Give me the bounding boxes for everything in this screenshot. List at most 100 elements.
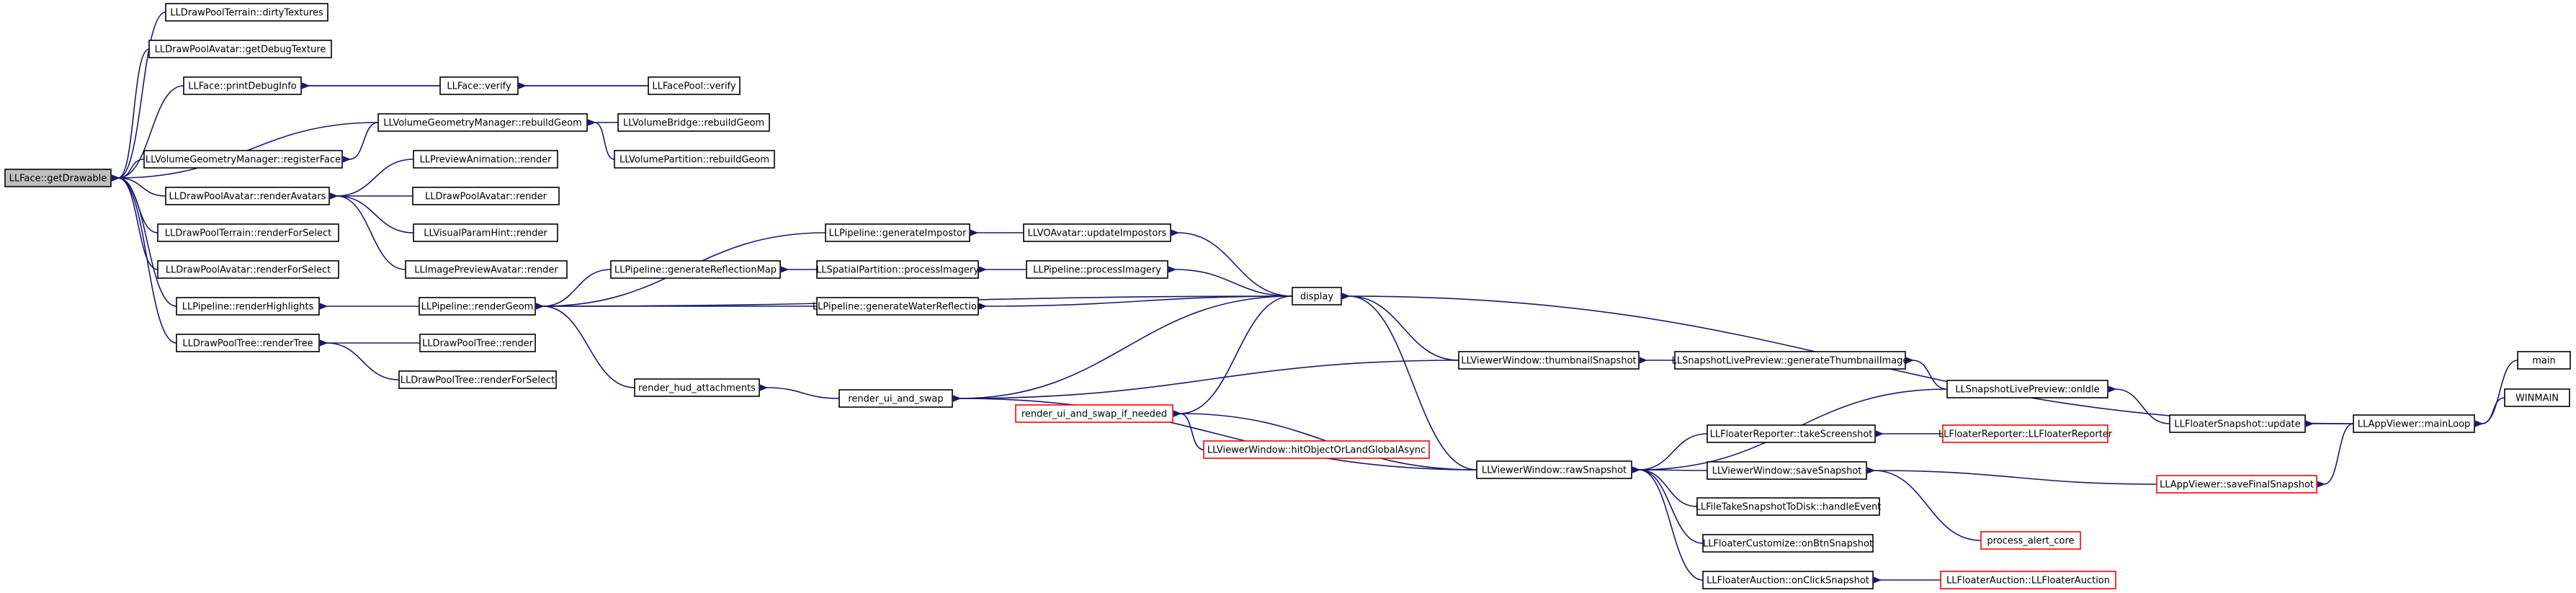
edge-dpa_renderavatars-to-face_getdrawable — [118, 178, 166, 197]
node-dpt-dirty[interactable]: LLDrawPoolTerrain::dirtyTextures — [165, 3, 328, 22]
node-face-printdebug[interactable]: LLFace::printDebugInfo — [183, 76, 302, 95]
edge-vw_raw-to-display — [1349, 296, 1477, 471]
edge-vph_render-to-dpa_renderavatars — [336, 196, 414, 233]
edge-vgm_register-to-face_getdrawable — [118, 159, 145, 178]
node-box — [4, 169, 112, 187]
node-vph-render[interactable]: LLVisualParamHint::render — [413, 223, 558, 242]
node-box — [2517, 351, 2571, 370]
node-pipe-rendergeom[interactable]: LLPipeline::renderGeom — [419, 297, 536, 316]
node-box — [816, 297, 979, 316]
node-ui-swap[interactable]: render_ui_and_swap — [838, 389, 953, 408]
node-fc-onbtn[interactable]: LLFloaterCustomize::onBtnSnapshot — [1702, 534, 1874, 553]
node-dpa-select[interactable]: LLDrawPoolAvatar::renderForSelect — [157, 260, 339, 279]
node-ui-swap-if[interactable]: render_ui_and_swap_if_needed — [1015, 404, 1173, 423]
node-dpa-render[interactable]: LLDrawPoolAvatar::render — [412, 187, 560, 205]
node-box — [183, 76, 302, 95]
node-label: process_alert_core — [1987, 536, 2074, 547]
edge-dpt_dirty-to-face_getdrawable — [118, 12, 166, 178]
node-slp-onidle[interactable]: LLSnapshotLivePreview::onIdle — [1946, 380, 2108, 398]
node-label: LLSnapshotLivePreview::generateThumbnail… — [1672, 356, 1909, 367]
node-vgm-rebuild[interactable]: LLVolumeGeometryManager::rebuildGeom — [377, 113, 588, 132]
node-box — [825, 223, 970, 242]
node-label: LLFloaterReporter::takeScreenshot — [1710, 429, 1873, 440]
node-vw-save[interactable]: LLViewerWindow::saveSnapshot — [1707, 461, 1867, 480]
edge-alert_core-to-vw_save — [1874, 471, 1982, 541]
node-ipa-render[interactable]: LLImagePreviewAvatar::render — [405, 260, 568, 279]
node-pipe-imagery[interactable]: LLPipeline::processImagery — [1026, 260, 1168, 279]
edge-display-to-ui_swap — [960, 295, 1293, 398]
edge-vw_thumb-to-display — [1349, 296, 1459, 361]
node-ftstd-handle[interactable]: LLFileTakeSnapshotToDisk::handleEvent — [1696, 497, 1882, 516]
node-vw-thumb[interactable]: LLViewerWindow::thumbnailSnapshot — [1458, 351, 1640, 370]
node-label: LLVolumeGeometryManager::registerFace — [146, 155, 341, 166]
node-fa-onclick[interactable]: LLFloaterAuction::onClickSnapshot — [1702, 571, 1874, 589]
node-label: LLFace::getDrawable — [9, 174, 107, 184]
edge-ipa_render-to-dpa_renderavatars — [336, 196, 406, 270]
node-box — [648, 76, 741, 95]
node-pipe-impostor[interactable]: LLPipeline::generateImpostor — [825, 223, 970, 242]
node-face-getdrawable[interactable]: LLFace::getDrawable — [4, 169, 112, 187]
node-pipe-water[interactable]: LLPipeline::generateWaterReflection — [813, 297, 983, 316]
node-box — [816, 260, 979, 279]
node-label: LLAppViewer::saveFinalSnapshot — [2160, 480, 2314, 491]
node-voa-impostors[interactable]: LLVOAvatar::updateImpostors — [1023, 223, 1171, 242]
node-fr-ctor[interactable]: LLFloaterReporter::LLFloaterReporter — [1938, 424, 2113, 443]
node-pipe-reflection[interactable]: LLPipeline::generateReflectionMap — [610, 260, 781, 279]
node-slp-genthumb[interactable]: LLSnapshotLivePreview::generateThumbnail… — [1672, 351, 1909, 370]
node-box — [1702, 534, 1874, 553]
node-box — [148, 40, 332, 58]
node-main[interactable]: main — [2517, 351, 2571, 370]
edge-fa_onclick-to-vw_raw — [1639, 470, 1704, 581]
node-vpart-rebuild[interactable]: LLVolumePartition::rebuildGeom — [614, 150, 775, 169]
edge-vw_hitobject-to-ui_swap_if — [1180, 414, 1204, 450]
node-dpa-renderavatars[interactable]: LLDrawPoolAvatar::renderAvatars — [165, 187, 330, 205]
edge-dpa_select-to-face_getdrawable — [118, 178, 158, 270]
node-preview-anim[interactable]: LLPreviewAnimation::render — [413, 150, 558, 169]
node-label: LLPipeline::generateWaterReflection — [813, 302, 983, 313]
node-face-verify[interactable]: LLFace::verify — [439, 76, 519, 95]
node-pipe-highlights[interactable]: LLPipeline::renderHighlights — [176, 297, 320, 316]
node-winmain[interactable]: WINMAIN — [2504, 388, 2570, 407]
node-fr-take[interactable]: LLFloaterReporter::takeScreenshot — [1707, 424, 1876, 443]
node-label: LLVolumePartition::rebuildGeom — [620, 155, 769, 166]
node-facepool-verify[interactable]: LLFacePool::verify — [648, 76, 741, 95]
node-box — [2156, 475, 2317, 494]
edge-winmain-to-app_mainloop — [2482, 397, 2505, 424]
edge-preview_anim-to-dpa_renderavatars — [336, 159, 414, 196]
node-fa-ctor[interactable]: LLFloaterAuction::LLFloaterAuction — [1940, 571, 2116, 589]
node-sp-imagery[interactable]: LLSpatialPartition::processImagery — [816, 260, 979, 279]
node-label: LLDrawPoolAvatar::getDebugTexture — [155, 45, 326, 55]
node-dptree-render[interactable]: LLDrawPoolTree::render — [419, 334, 536, 352]
node-box — [617, 113, 770, 132]
node-label: main — [2532, 356, 2555, 367]
node-vw-raw[interactable]: LLViewerWindow::rawSnapshot — [1476, 460, 1632, 479]
node-label: LLFace::verify — [447, 81, 511, 92]
node-box — [1015, 404, 1173, 423]
node-display[interactable]: display — [1292, 287, 1342, 306]
node-label: LLSnapshotLivePreview::onIdle — [1955, 385, 2099, 396]
edge-display-to-pipe_imagery — [1175, 269, 1293, 297]
node-box — [1023, 223, 1171, 242]
node-vbridge-rebuild[interactable]: LLVolumeBridge::rebuildGeom — [617, 113, 770, 132]
node-alert-core[interactable]: process_alert_core — [1980, 531, 2081, 550]
edge-ftstd_handle-to-vw_raw — [1639, 470, 1698, 507]
node-vw-hitobject[interactable]: LLViewerWindow::hitObjectOrLandGlobalAsy… — [1203, 440, 1430, 459]
node-vgm-register[interactable]: LLVolumeGeometryManager::registerFace — [143, 150, 343, 169]
node-label: render_ui_and_swap — [848, 394, 943, 405]
node-hud[interactable]: render_hud_attachments — [634, 378, 760, 397]
node-dptree-select[interactable]: LLDrawPoolTree::renderForSelect — [398, 370, 557, 389]
node-dptree-rendertree[interactable]: LLDrawPoolTree::renderTree — [176, 334, 320, 352]
node-dpt-select[interactable]: LLDrawPoolTerrain::renderForSelect — [157, 223, 339, 242]
node-box — [165, 187, 330, 205]
node-box — [610, 260, 781, 279]
node-app-savefinal[interactable]: LLAppViewer::saveFinalSnapshot — [2156, 475, 2317, 494]
node-label: LLDrawPoolAvatar::render — [425, 192, 547, 202]
node-app-mainloop[interactable]: LLAppViewer::mainLoop — [2353, 414, 2475, 433]
node-box — [2504, 388, 2570, 407]
edge-display-to-voa_impostors — [1178, 233, 1293, 297]
node-label: LLDrawPoolTree::render — [422, 339, 534, 349]
node-dpa-debugtex[interactable]: LLDrawPoolAvatar::getDebugTexture — [148, 40, 332, 58]
node-label: LLPipeline::generateImpostor — [829, 228, 967, 239]
node-fs-update[interactable]: LLFloaterSnapshot::update — [2169, 414, 2306, 433]
